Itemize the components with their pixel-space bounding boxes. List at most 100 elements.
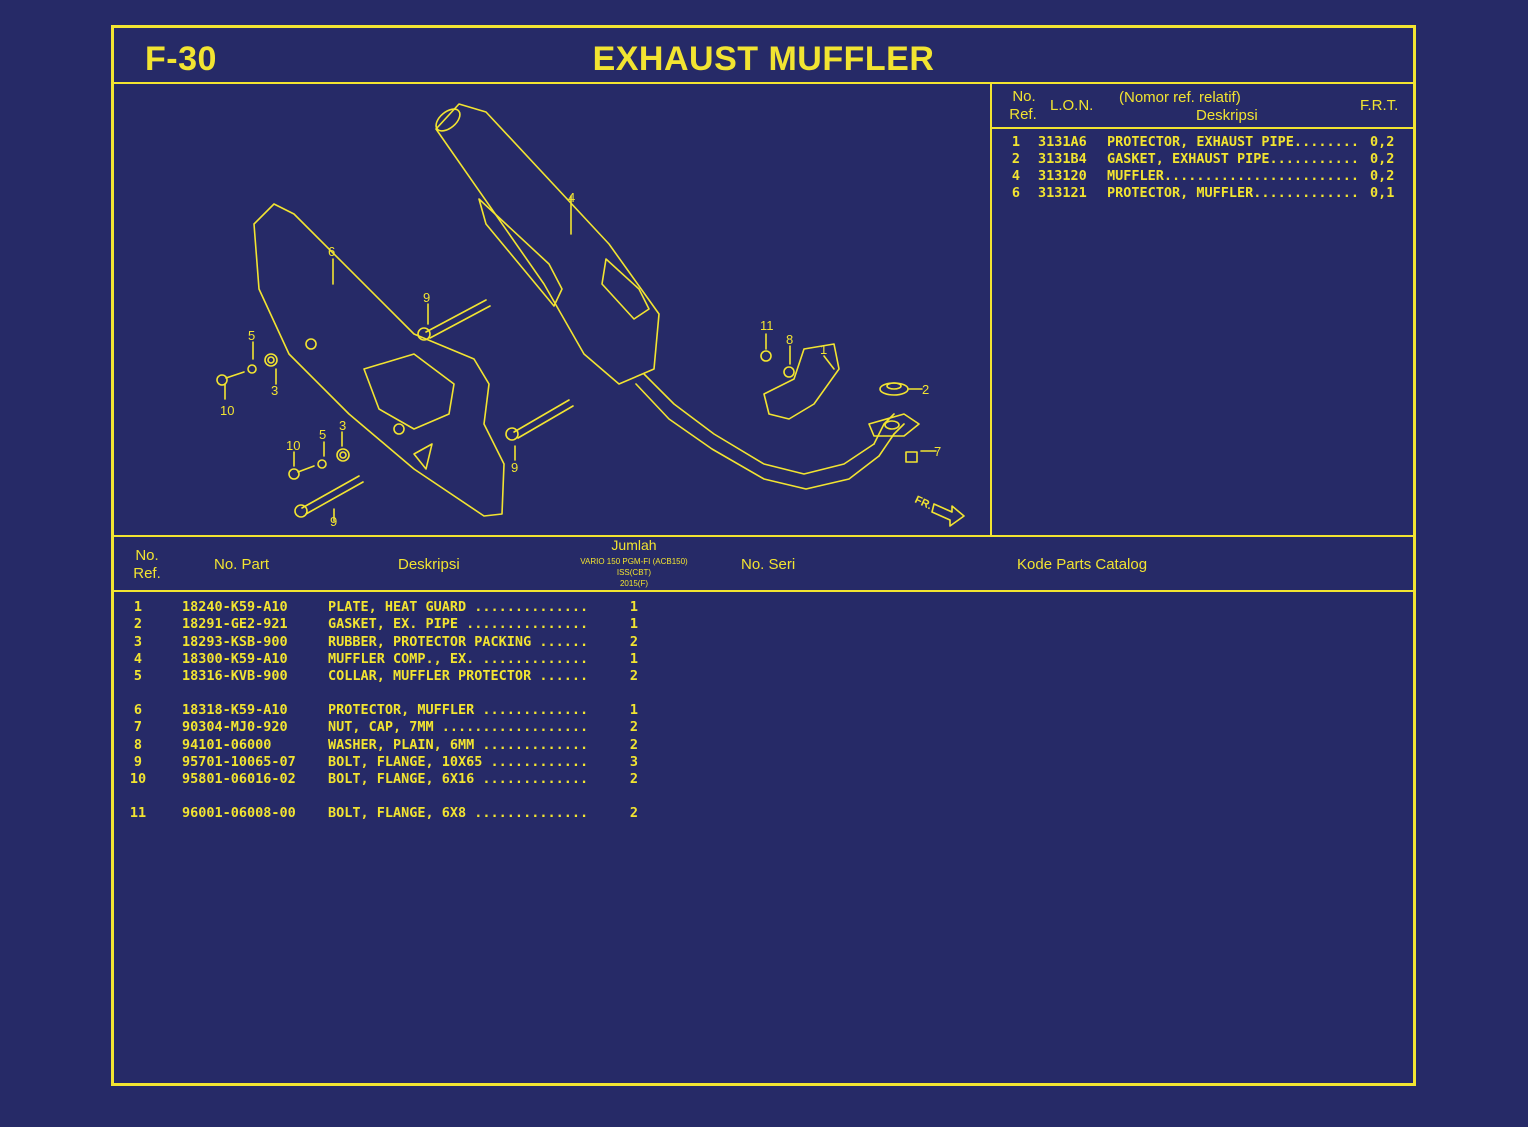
parts-row-qty: 2 bbox=[629, 668, 639, 684]
parts-row-ref: 4 bbox=[133, 651, 143, 667]
parts-row-part-no: 94101-06000 bbox=[182, 737, 272, 753]
parts-header-model: VARIO 150 PGM-FI (ACB150) bbox=[580, 557, 688, 566]
callout-8: 8 bbox=[786, 332, 793, 347]
parts-header-part-no: No. Part bbox=[214, 556, 270, 573]
frt-row-frt: 0,2 bbox=[1370, 134, 1395, 150]
parts-row-ref: 2 bbox=[133, 616, 143, 632]
parts-row-desc: COLLAR, MUFFLER PROTECTOR ...... bbox=[328, 668, 589, 684]
parts-row-ref: 5 bbox=[133, 668, 143, 684]
parts-row-qty: 1 bbox=[629, 651, 639, 667]
parts-row-ref: 11 bbox=[129, 805, 147, 821]
parts-row-part-no: 18240-K59-A10 bbox=[182, 599, 288, 615]
callout-4: 4 bbox=[568, 190, 575, 205]
callout-5b: 5 bbox=[319, 427, 326, 442]
frt-row-desc: GASKET, EXHAUST PIPE........... bbox=[1107, 151, 1359, 167]
frt-row-frt: 0,2 bbox=[1370, 168, 1395, 184]
callout-10b: 10 bbox=[286, 438, 300, 453]
frt-row-ref: 4 bbox=[1011, 168, 1021, 184]
parts-row-part-no: 18318-K59-A10 bbox=[182, 702, 288, 718]
frt-header-ref: Ref. bbox=[1009, 106, 1037, 123]
figure-code: F-30 bbox=[145, 40, 217, 78]
frt-row-ref: 1 bbox=[1011, 134, 1021, 150]
frt-row-lon: 3131A6 bbox=[1038, 134, 1087, 150]
frt-header-lon: L.O.N. bbox=[1050, 97, 1094, 114]
parts-row-qty: 2 bbox=[629, 805, 639, 821]
parts-row-ref: 8 bbox=[133, 737, 143, 753]
callout-10a: 10 bbox=[220, 403, 234, 418]
frt-row-frt: 0,2 bbox=[1370, 151, 1395, 167]
parts-row-part-no: 18293-KSB-900 bbox=[182, 634, 288, 650]
callout-11: 11 bbox=[760, 318, 774, 333]
callout-6: 6 bbox=[328, 244, 335, 259]
catalog-page-frame: F-30 EXHAUST MUFFLER bbox=[111, 25, 1416, 1086]
frt-row-ref: 2 bbox=[1011, 151, 1021, 167]
diagram-bottom-divider bbox=[114, 535, 1413, 537]
parts-header-ref: Ref. bbox=[133, 565, 161, 582]
parts-row-part-no: 95701-10065-07 bbox=[182, 754, 296, 770]
frt-row-lon: 3131B4 bbox=[1038, 151, 1087, 167]
page-title: EXHAUST MUFFLER bbox=[592, 40, 935, 78]
callout-9b: 9 bbox=[511, 460, 518, 475]
front-marker: FR. bbox=[913, 494, 934, 512]
frt-header-frt: F.R.T. bbox=[1360, 97, 1399, 114]
parts-row-ref: 1 bbox=[133, 599, 143, 615]
parts-row-qty: 1 bbox=[629, 599, 639, 615]
parts-header-catalog: Kode Parts Catalog bbox=[1017, 556, 1148, 573]
frt-row-desc: PROTECTOR, EXHAUST PIPE........ bbox=[1107, 134, 1359, 150]
diagram-divider bbox=[990, 82, 992, 535]
frt-row-lon: 313121 bbox=[1038, 185, 1087, 201]
parts-header-type: ISS(CBT) bbox=[616, 568, 652, 577]
frt-row-desc: MUFFLER........................ bbox=[1107, 168, 1359, 184]
frt-header-desc-note: (Nomor ref. relatif) bbox=[1119, 89, 1241, 106]
parts-row-part-no: 95801-06016-02 bbox=[182, 771, 296, 787]
frt-row-frt: 0,1 bbox=[1370, 185, 1395, 201]
parts-row-part-no: 18316-KVB-900 bbox=[182, 668, 288, 684]
parts-row-qty: 2 bbox=[629, 771, 639, 787]
parts-row-desc: RUBBER, PROTECTOR PACKING ...... bbox=[328, 634, 589, 650]
frt-row-ref: 6 bbox=[1011, 185, 1021, 201]
parts-header-serial: No. Seri bbox=[741, 556, 796, 573]
callout-2: 2 bbox=[922, 382, 929, 397]
parts-row-desc: BOLT, FLANGE, 6X16 ............. bbox=[328, 771, 589, 787]
frt-row-lon: 313120 bbox=[1038, 168, 1087, 184]
callout-1: 1 bbox=[820, 342, 827, 357]
parts-row-qty: 1 bbox=[629, 702, 639, 718]
callout-3a: 3 bbox=[271, 383, 278, 398]
parts-row-desc: GASKET, EX. PIPE ............... bbox=[328, 616, 589, 632]
callout-9a: 9 bbox=[423, 290, 430, 305]
parts-row-desc: WASHER, PLAIN, 6MM ............. bbox=[328, 737, 589, 753]
parts-header-year: 2015(F) bbox=[619, 579, 648, 588]
parts-row-part-no: 18291-GE2-921 bbox=[182, 616, 288, 632]
callout-3b: 3 bbox=[339, 418, 346, 433]
callout-5a: 5 bbox=[248, 328, 255, 343]
parts-header-divider bbox=[114, 590, 1413, 592]
parts-row-part-no: 90304-MJ0-920 bbox=[182, 719, 288, 735]
parts-row-qty: 3 bbox=[629, 754, 639, 770]
parts-row-qty: 2 bbox=[629, 737, 639, 753]
parts-row-ref: 10 bbox=[129, 771, 147, 787]
parts-row-ref: 3 bbox=[133, 634, 143, 650]
parts-row-ref: 9 bbox=[133, 754, 143, 770]
parts-row-part-no: 18300-K59-A10 bbox=[182, 651, 288, 667]
exhaust-muffler-diagram: 4 6 9 11 8 1 5 3 10 2 7 3 5 10 9 9 FR. K… bbox=[216, 103, 965, 529]
parts-row-desc: PLATE, HEAT GUARD .............. bbox=[328, 599, 589, 615]
parts-row-ref: 7 bbox=[133, 719, 143, 735]
parts-row-ref: 6 bbox=[133, 702, 143, 718]
parts-row-qty: 2 bbox=[629, 634, 639, 650]
parts-row-part-no: 96001-06008-00 bbox=[182, 805, 296, 821]
frt-header-desc: Deskripsi bbox=[1196, 107, 1258, 124]
parts-row-desc: PROTECTOR, MUFFLER ............. bbox=[328, 702, 589, 718]
parts-row-desc: BOLT, FLANGE, 10X65 ............ bbox=[328, 754, 589, 770]
frt-header-divider bbox=[990, 127, 1413, 129]
callout-7: 7 bbox=[934, 444, 941, 459]
title-divider bbox=[114, 82, 1413, 84]
parts-row-qty: 1 bbox=[629, 616, 639, 632]
parts-row-desc: NUT, CAP, 7MM .................. bbox=[328, 719, 589, 735]
parts-row-desc: MUFFLER COMP., EX. ............. bbox=[328, 651, 589, 667]
parts-header-desc: Deskripsi bbox=[398, 556, 460, 573]
parts-row-desc: BOLT, FLANGE, 6X8 .............. bbox=[328, 805, 589, 821]
frt-row-desc: PROTECTOR, MUFFLER............. bbox=[1107, 185, 1359, 201]
callout-9c: 9 bbox=[330, 514, 337, 529]
parts-header-qty: Jumlah bbox=[611, 537, 657, 553]
parts-row-qty: 2 bbox=[629, 719, 639, 735]
